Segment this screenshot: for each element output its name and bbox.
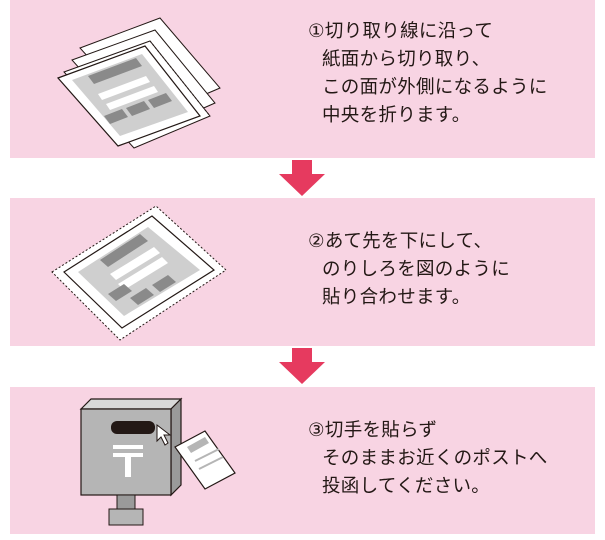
postbox-icon <box>79 397 236 526</box>
step-2-panel: ②あて先を下にして、 のりしろを図のように 貼り合わせます。 <box>10 198 595 346</box>
step-3-panel: ③切手を貼らず そのままお近くのポストへ 投函してください。 <box>10 387 595 534</box>
step-1-panel: ①切り取り線に沿って 紙面から切り取り、 この面が外側になるように 中央を折りま… <box>10 0 595 158</box>
folded-sheet-icon <box>56 17 221 149</box>
step-1-text: ①切り取り線に沿って 紙面から切り取り、 この面が外側になるように 中央を折りま… <box>308 21 548 126</box>
step-3-text: ③切手を貼らず そのままお近くのポストへ 投函してください。 <box>308 420 548 497</box>
down-arrow-icon <box>279 160 325 196</box>
down-arrow-icon <box>279 348 325 384</box>
step-2-text: ②あて先を下にして、 のりしろを図のように 貼り合わせます。 <box>308 231 511 308</box>
glued-sheet-icon <box>51 205 227 341</box>
